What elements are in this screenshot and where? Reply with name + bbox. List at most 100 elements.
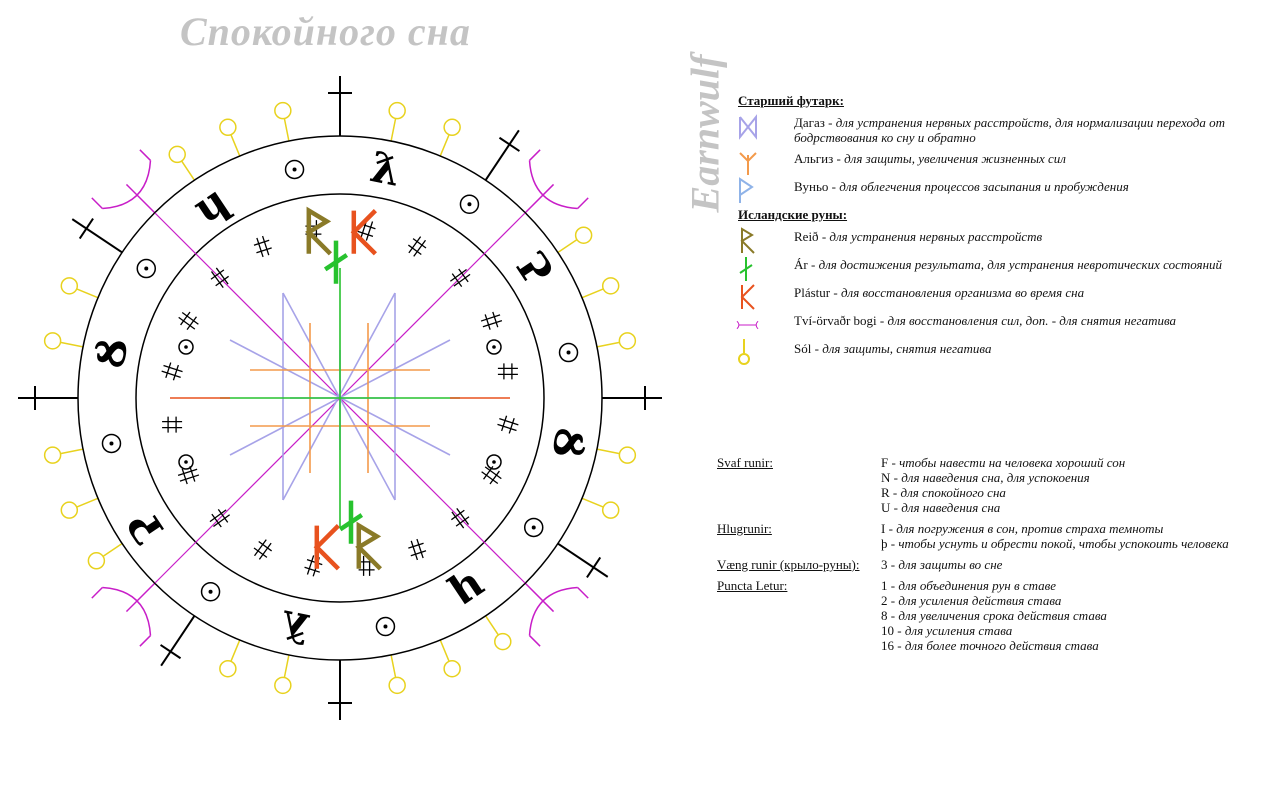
rune-entry: 1 - для объединения рун в ставе bbox=[881, 578, 1057, 593]
sol-ray bbox=[283, 118, 290, 142]
rune-entry: 2 - для усиления действия става bbox=[881, 593, 1062, 608]
hash-mark bbox=[480, 311, 503, 330]
icelandic-rune bbox=[355, 521, 382, 571]
rune-meaning: для более точного действия става bbox=[904, 638, 1099, 653]
rune-group-row: Væng runir (крыло-руны):3 - для защиты в… bbox=[717, 557, 1277, 572]
legend-panel: Старший футарк: Дагаз - для устранения н… bbox=[736, 93, 1276, 369]
sol-ray bbox=[581, 288, 604, 299]
legend-rune-meaning: для защиты, снятия негатива bbox=[822, 341, 992, 356]
reid-icon bbox=[740, 227, 755, 254]
wing-rune: Ȣ bbox=[542, 424, 596, 463]
plastur-icon bbox=[740, 284, 755, 310]
inner-circle bbox=[135, 193, 545, 603]
legend-rune-name: Вуньо bbox=[794, 179, 829, 194]
sol-circle bbox=[274, 101, 292, 120]
stave-crossbar bbox=[78, 218, 94, 240]
legend-item: Ár - для достижения результата, для устр… bbox=[736, 257, 1276, 281]
page-title: Спокойного сна bbox=[180, 9, 471, 54]
hash-mark bbox=[408, 538, 427, 561]
sol-circle bbox=[618, 332, 637, 350]
hash-mark bbox=[177, 466, 200, 485]
sol-ray bbox=[60, 341, 84, 348]
rune-entry: I - для погружения в сон, против страха … bbox=[881, 521, 1164, 536]
outer-rays bbox=[18, 76, 662, 720]
bow-wing bbox=[524, 582, 589, 647]
hash-mark bbox=[407, 236, 427, 257]
sol-circle bbox=[87, 552, 106, 570]
sol-ray bbox=[76, 497, 99, 508]
sol-circle bbox=[443, 118, 461, 137]
rune-group-name: Hlugrunir: bbox=[717, 521, 772, 536]
legend-rune-meaning: для восстановления сил, доп. - для сняти… bbox=[887, 313, 1177, 328]
rune-meaning: для усиления става bbox=[904, 623, 1013, 638]
rune-entry: 8 - для увеличения срока действия става bbox=[881, 608, 1107, 623]
legend-item: Plástur - для восстановления организма в… bbox=[736, 284, 1276, 310]
icelandic-rune bbox=[305, 206, 332, 256]
rune-symbol: 1 bbox=[881, 578, 888, 593]
sol-ray bbox=[230, 134, 241, 157]
elder-futhark-header: Старший футарк: bbox=[738, 93, 844, 108]
legend-rune-meaning: для устранения нервных расстройств bbox=[829, 229, 1043, 244]
hash-mark bbox=[497, 415, 519, 434]
ring-dot-center bbox=[208, 589, 213, 594]
rune-meaning: для объединения рун в ставе bbox=[898, 578, 1057, 593]
sol-circle bbox=[618, 446, 637, 464]
icelandic-rune bbox=[350, 209, 377, 256]
algiz-icon bbox=[739, 152, 757, 175]
legend-rune-name: Plástur bbox=[794, 285, 831, 300]
rune-symbol: 2 bbox=[881, 593, 888, 608]
black-stave bbox=[71, 218, 123, 254]
legend-rune-meaning: для устранения нервных расстройств, для … bbox=[794, 115, 1225, 145]
legend-rune-name: Sól bbox=[794, 341, 812, 356]
sol-ray bbox=[390, 118, 397, 142]
hash-mark bbox=[481, 465, 502, 485]
sol-circle bbox=[43, 446, 62, 464]
rune-entry: 3 - для защиты во сне bbox=[881, 557, 1003, 572]
rune-meaning: для увеличения срока действия става bbox=[898, 608, 1107, 623]
rune-entry: 16 - для более точного действия става bbox=[881, 638, 1099, 653]
ring-dot-center bbox=[109, 441, 114, 446]
rune-symbol: N bbox=[881, 470, 891, 485]
sol-circle bbox=[274, 676, 292, 695]
hash-mark bbox=[161, 362, 183, 381]
sol-ray bbox=[557, 239, 578, 254]
hash-mark bbox=[253, 539, 273, 560]
rune-entry: R - для спокойного сна bbox=[881, 485, 1006, 500]
puncta-dots bbox=[178, 339, 502, 470]
sol-ray bbox=[283, 654, 290, 678]
rune-symbol: F bbox=[881, 455, 889, 470]
ring-dot-center bbox=[467, 202, 472, 207]
sol-icon bbox=[738, 339, 750, 365]
ar-icon bbox=[739, 257, 753, 281]
hash-mark bbox=[497, 363, 518, 380]
bow-icon bbox=[736, 320, 759, 330]
rune-group-name: Svaf runir: bbox=[717, 455, 773, 470]
legend-rune-name: Дагаз bbox=[794, 115, 825, 130]
hash-mark bbox=[210, 267, 229, 289]
wing-rune: Ȣ bbox=[84, 333, 138, 372]
rune-entry: þ - чтобы уснуть и обрести покой, чтобы … bbox=[881, 536, 1229, 551]
puncta-dot-center bbox=[184, 460, 188, 464]
central-star bbox=[170, 206, 510, 571]
black-stave bbox=[160, 615, 196, 667]
sol-circle bbox=[388, 676, 406, 695]
legend-rune-meaning: для достижения результата, для устранени… bbox=[818, 257, 1223, 272]
rune-meaning: для спокойного сна bbox=[900, 485, 1006, 500]
wing-rune: ƛ bbox=[275, 600, 313, 654]
rune-group-row: Svaf runir:F - чтобы навести на человека… bbox=[717, 455, 1277, 515]
legend-item: Альгиз - для защиты, увеличения жизненны… bbox=[736, 151, 1276, 175]
rune-meaning: для защиты во сне bbox=[898, 557, 1003, 572]
sol-ray bbox=[581, 497, 604, 508]
sol-circle bbox=[60, 277, 79, 295]
bow-wing bbox=[91, 582, 156, 647]
runes-table: Svaf runir:F - чтобы навести на человека… bbox=[717, 455, 1277, 659]
sol-ray bbox=[76, 288, 99, 299]
wing-rune: Ɂ bbox=[506, 243, 562, 293]
wing-rune: ƛ bbox=[366, 142, 404, 196]
rune-symbol: I bbox=[881, 521, 886, 536]
rune-symbol: R bbox=[881, 485, 890, 500]
rune-group-name: Puncta Letur: bbox=[717, 578, 788, 593]
bow-wing bbox=[524, 149, 589, 214]
ring-dot-center bbox=[566, 350, 571, 355]
